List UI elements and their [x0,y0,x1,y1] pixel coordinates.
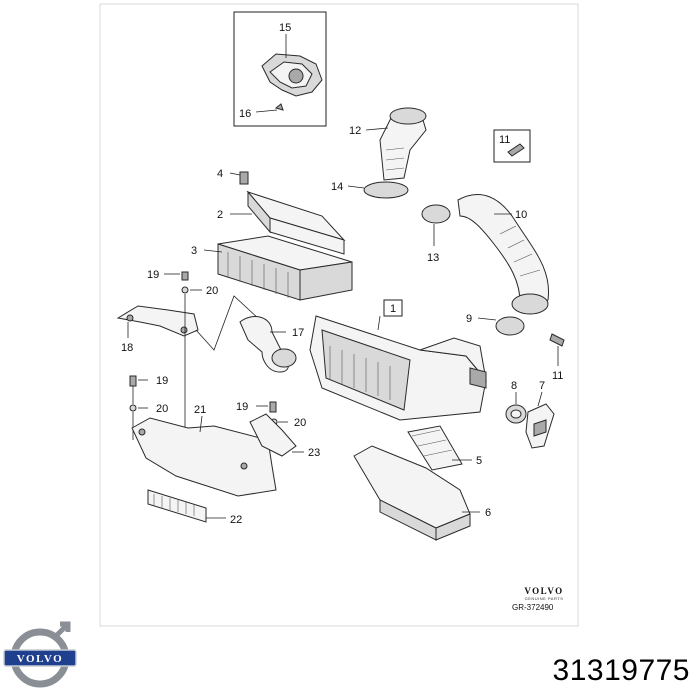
callout-19-top: 19 [147,269,159,281]
diagram-border [99,3,579,627]
callout-12: 12 [349,125,361,137]
bracket-23-shape [249,413,297,457]
intake-hose-10-shape [457,194,550,315]
housing-label-box [383,299,403,317]
callout-13: 13 [427,252,439,264]
filter-element-3-shape [217,235,353,301]
clamp-14-shape [363,181,409,199]
callout-22: 22 [230,514,242,526]
callout-16: 16 [239,108,251,120]
callout-19-left: 19 [156,375,168,387]
air-filter-housing-1-shape [309,315,487,421]
brand-stamp: VOLVO GENUINE PARTS GR-372490 [512,586,576,612]
gasket-5-shape [407,425,463,471]
callout-18: 18 [121,342,133,354]
filter-cover-2-shape [246,190,346,255]
callout-6: 6 [485,507,491,519]
clamp-9-shape [495,316,525,336]
callout-17: 17 [292,327,304,339]
callout-20-top: 20 [206,285,218,297]
sensor-7-shape [525,403,555,449]
lower-housing-6-shape [353,445,471,541]
callout-11-right: 11 [552,370,563,382]
stamp-brand: VOLVO [524,586,564,596]
logo-wordmark: VOLVO [17,653,63,665]
callout-1: 1 [390,303,396,315]
callout-23: 23 [308,447,320,459]
callout-10: 10 [515,209,527,221]
callout-5: 5 [476,455,482,467]
callout-15: 15 [279,22,291,34]
callout-14: 14 [331,181,343,193]
volvo-logo-icon: VOLVO [3,621,77,688]
elbow-17-shape [239,316,297,373]
part-number: 31319775 [552,654,690,687]
intake-pipe-12-shape [379,107,427,181]
shield-plate-21-shape [131,417,277,497]
callout-9: 9 [466,313,472,325]
stamp-reference: GR-372490 [512,603,554,612]
callout-2: 2 [217,209,223,221]
grille-22-shape [147,489,207,523]
callout-21: 21 [194,404,206,416]
callout-20-left: 20 [156,403,168,415]
grommet-8-shape [505,404,527,424]
callout-3: 3 [191,245,197,257]
callout-4: 4 [217,168,223,180]
callout-7: 7 [539,380,545,392]
callout-20-mid: 20 [294,417,306,429]
inset-box-11 [493,129,531,163]
sensor-bracket-shape [261,34,323,111]
bracket-18-shape [116,305,199,337]
callout-8: 8 [511,380,517,392]
callout-19-mid: 19 [236,401,248,413]
clamp-13-shape [421,204,451,224]
callout-11-top: 11 [499,134,510,146]
stamp-tagline: GENUINE PARTS [524,596,564,601]
